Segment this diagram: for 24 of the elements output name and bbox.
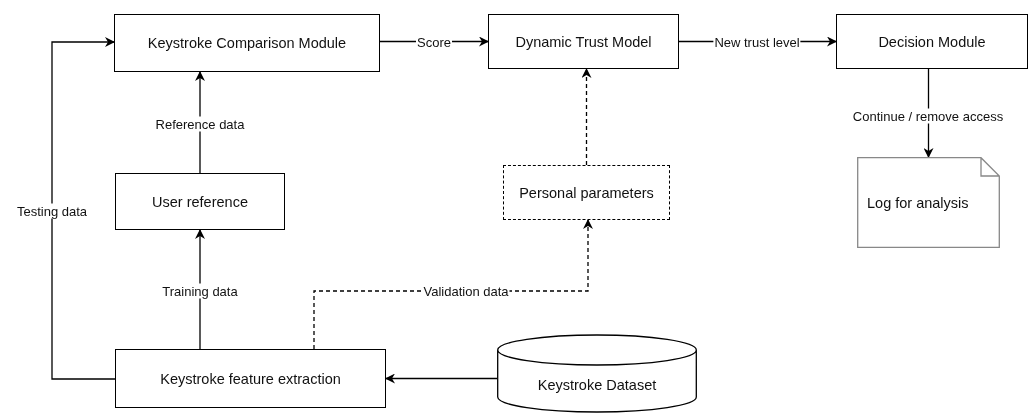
process-box xyxy=(114,14,380,72)
edge-label: Testing data xyxy=(15,203,89,219)
node-label: Dynamic Trust Model xyxy=(515,33,652,50)
process-box xyxy=(115,349,386,408)
database-cylinder xyxy=(497,335,697,412)
node-label: Personal parameters xyxy=(519,184,654,201)
node-label: Keystroke Comparison Module xyxy=(147,35,347,51)
document-shape xyxy=(857,157,1000,248)
node-label: Log for analysis xyxy=(867,194,969,211)
edge-label: Continue / remove access xyxy=(851,108,1005,124)
edge-label: Reference data xyxy=(154,116,246,132)
process-box xyxy=(488,14,679,69)
process-box xyxy=(836,14,1028,69)
dashed-arrow xyxy=(581,68,592,166)
node-label: Keystroke Dataset xyxy=(537,376,657,393)
node-label: Keystroke feature extraction xyxy=(160,370,341,387)
arrow xyxy=(195,229,205,350)
arrow xyxy=(51,37,116,380)
process-box xyxy=(503,165,670,220)
process-box xyxy=(115,173,285,230)
arrow xyxy=(385,373,498,384)
node-label: User reference xyxy=(152,193,248,210)
node-label: Decision Module xyxy=(878,33,986,50)
edge-label: Training data xyxy=(161,283,239,299)
